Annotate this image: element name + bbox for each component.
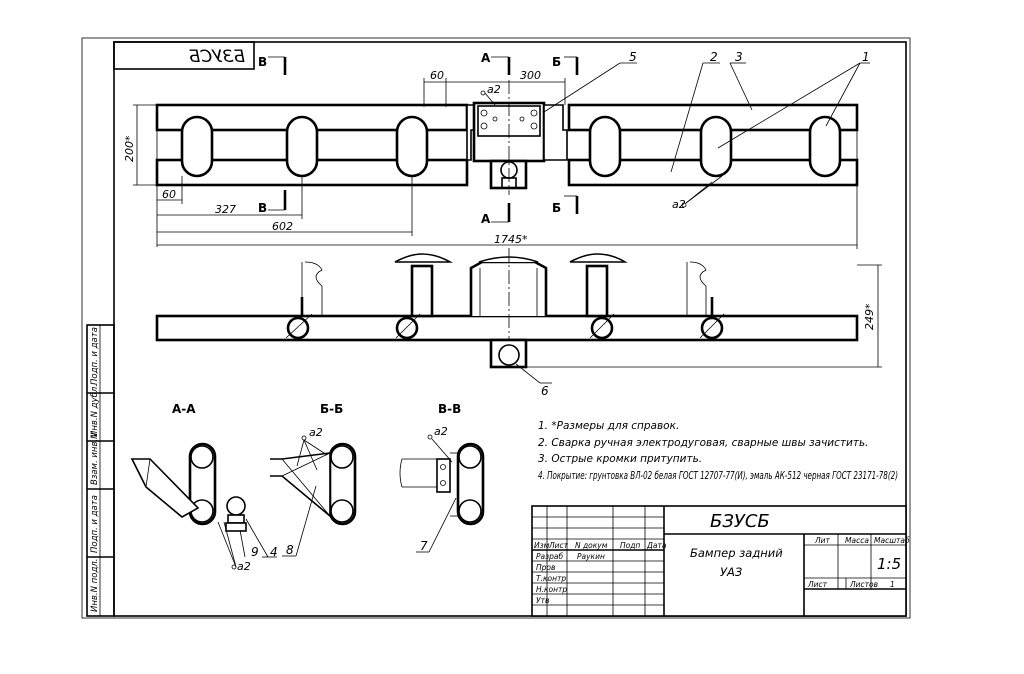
callout-7: 7 [420,539,428,553]
top-callouts: 5 2 3 1 a2 a2 [480,50,870,211]
stamp-ndoc: N докум [575,541,608,550]
note-2: 2. Сварка ручная электродуговая, сварные… [538,437,868,449]
callout-3: 3 [735,50,743,64]
dim-602: 602 [272,220,293,233]
side-strip: Подп. и дата Инв.N дубл. Взам. инв.N Под… [86,324,115,617]
dim-300: 300 [520,69,541,82]
section-markers: В А Б В А Б [258,51,579,226]
section-mark-b-bottom: Б [552,201,561,215]
mirrored-doc-code: БЗУСБ [189,47,245,67]
callout-6: 6 [541,384,549,398]
stamp-nkontr: Н.контр [536,585,567,594]
stamp-prov: Пров [536,563,555,572]
stamp-list: Лист [548,541,569,550]
part-name-1: Бампер задний [690,546,783,560]
stamp-sign: Подп [620,541,640,550]
side-label-4: Инв.N дубл. [90,384,100,437]
col-scale: Масштаб [874,536,910,545]
stamp-razrab: Разраб [536,552,563,561]
stamp-author: Раукин [577,552,605,561]
dimensions-top: 60 300 200* 60 327 602 1745* [123,69,858,249]
section-aa: А-А a2 9 4 [130,402,278,573]
weld-a2-top: a2 [672,198,686,211]
side-label-1: Инв.N подл. [90,559,100,612]
note-1: 1. *Размеры для справок. [538,420,679,432]
weld-a2-bb: a2 [309,426,323,439]
dim-60-left: 60 [162,188,176,201]
weld-a2-center: a2 [487,83,501,96]
sheet-frame: БЗУСБ [81,37,911,619]
dim-1745: 1745* [494,233,528,246]
side-label-2: Подп. и дата [90,495,100,553]
callout-9: 9 [251,545,259,559]
stamp-tkontr: Т.контр [536,574,566,583]
stamp-izm: Изм [534,541,550,550]
note-3: 3. Острые кромки притупить. [538,453,702,465]
col-mass: Масса [845,536,869,545]
dim-60-top: 60 [430,69,444,82]
top-view [155,80,859,195]
section-mark-v-bottom: В [258,201,267,215]
section-vv: В-В a2 7 [399,402,485,553]
stamp-date: Дата [646,541,667,550]
sheets-label: Листов [849,580,878,589]
technical-notes: 1. *Размеры для справок. 2. Сварка ручна… [538,420,898,482]
section-mark-v-top: В [258,55,267,69]
callout-5: 5 [629,50,637,64]
dim-327: 327 [215,203,236,216]
section-mark-a-top: А [481,51,491,65]
dim-200: 200* [123,135,136,162]
section-bb: Б-Б a2 8 [270,402,357,557]
side-label-5: Подп. и дата [90,327,100,385]
weld-a2-aa: a2 [237,560,251,573]
part-name-2: УАЗ [720,565,743,579]
note-4: 4. Покрытие: грунтовка ВЛ-02 белая ГОСТ … [538,470,898,482]
front-view: 6 249* [155,248,882,398]
section-mark-b-top: Б [552,55,561,69]
doc-code: БЗУСБ [710,511,770,532]
weld-a2-vv: a2 [434,425,448,438]
section-mark-a-bottom: А [481,212,491,226]
stamp-utv: Утв [536,596,549,605]
callout-8: 8 [286,543,294,557]
callout-1: 1 [862,50,870,64]
callout-4: 4 [270,545,278,559]
title-block: Изм Лист N докум Подп Дата Разраб Раукин… [531,505,910,617]
side-label-3: Взам. инв.N [90,432,100,485]
callout-2: 2 [710,50,718,64]
section-title-bb: Б-Б [320,402,343,416]
section-title-aa: А-А [172,402,196,416]
dim-249: 249* [863,303,876,330]
sheets-count: 1 [890,580,895,589]
sheet-label: Лист [807,580,828,589]
col-lit: Лит [814,536,831,545]
section-title-vv: В-В [438,402,461,416]
scale-value: 1:5 [877,555,901,573]
